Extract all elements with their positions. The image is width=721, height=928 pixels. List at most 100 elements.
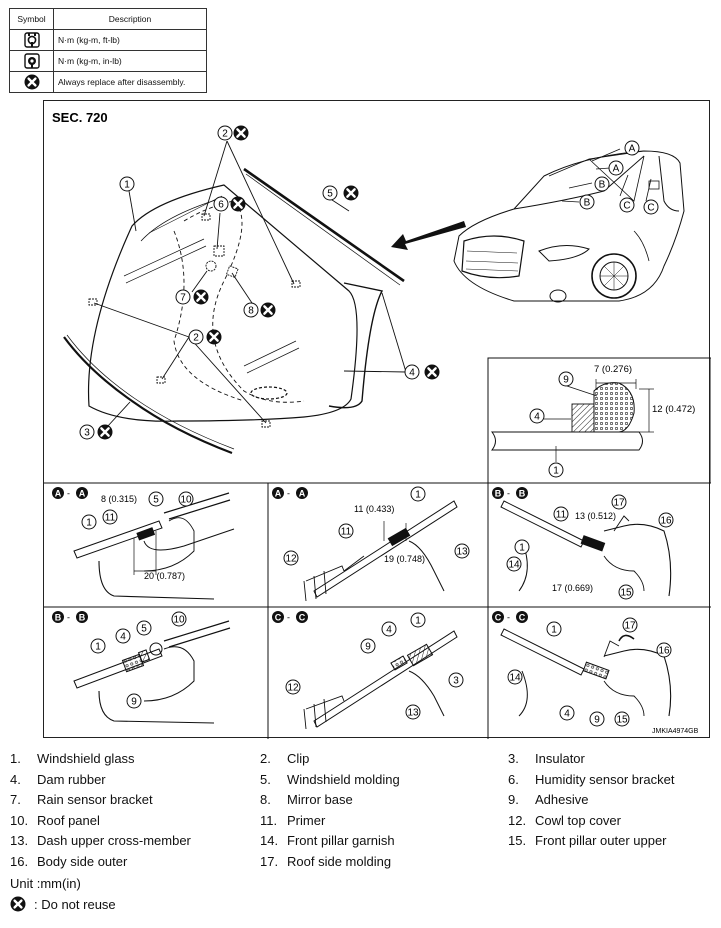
dim-cc-17: 17 (0.669) xyxy=(552,583,593,593)
callout-number: 17 xyxy=(624,621,636,632)
callout-number: 4 xyxy=(564,709,570,720)
dim-bb-11: 11 (0.433) xyxy=(354,504,394,514)
legend-item: 10.Roof panel xyxy=(10,813,100,828)
callout-1: 1 xyxy=(514,539,530,555)
callout-number: 4 xyxy=(386,625,392,636)
do-not-reuse-icon xyxy=(343,185,359,201)
section-dash: - xyxy=(67,489,70,499)
section-dash: - xyxy=(287,489,290,499)
callout-4: 4 xyxy=(529,408,545,424)
view-letter-text: A xyxy=(629,144,636,155)
callout-number: 5 xyxy=(141,624,147,635)
do-not-reuse-note: : Do not reuse xyxy=(10,896,116,912)
section-letter: A xyxy=(299,489,306,499)
callout-number: 17 xyxy=(613,498,625,509)
callout-1: 1 xyxy=(410,486,426,502)
unit-note: Unit :mm(in) xyxy=(10,876,81,891)
callout-11: 11 xyxy=(338,523,354,539)
legend-number: 7. xyxy=(10,792,21,808)
car-illustration xyxy=(453,150,685,303)
legend-label: Primer xyxy=(287,812,326,828)
callout-4: 4 xyxy=(404,364,420,380)
callout-16: 16 xyxy=(658,512,674,528)
callout-number: 11 xyxy=(556,510,567,521)
legend-item: 11.Primer xyxy=(260,813,325,828)
symbol-description: Always replace after disassembly. xyxy=(53,71,207,93)
section-bb-lower xyxy=(303,630,458,730)
callout-number: 11 xyxy=(105,513,116,524)
callout-number: 1 xyxy=(519,543,525,554)
view-letter-text: B xyxy=(584,198,591,209)
windshield-molding-top xyxy=(243,167,405,283)
callout-number: 9 xyxy=(563,375,569,386)
section-aa-upper xyxy=(73,492,235,600)
legend-label: Dam rubber xyxy=(37,771,106,787)
dim-bb-19: 19 (0.748) xyxy=(384,554,425,564)
legend-label: Adhesive xyxy=(535,792,589,808)
callout-number: 15 xyxy=(620,588,632,599)
do-not-reuse-icon xyxy=(230,196,246,212)
symbol-table: Symbol Description N·m (kg-m, ft-lb) N·m… xyxy=(9,8,207,93)
dam-rubber-outline xyxy=(328,282,384,409)
callout-9: 9 xyxy=(589,711,605,727)
do-not-reuse-icon xyxy=(10,896,26,912)
callout-1: 1 xyxy=(81,514,97,530)
callout-number: 1 xyxy=(553,466,559,477)
do-not-reuse-marks xyxy=(97,125,440,440)
legend-item: 12.Cowl top cover xyxy=(508,813,621,828)
legend-label: Windshield glass xyxy=(37,751,135,766)
legend-item: 13.Dash upper cross-member xyxy=(10,833,191,848)
legend-label: Mirror base xyxy=(287,792,353,808)
section-cc-upper xyxy=(500,500,672,597)
view-letter-A: A xyxy=(624,140,640,156)
do-not-reuse-icon xyxy=(424,364,440,380)
do-not-reuse-icon xyxy=(24,74,39,90)
do-not-reuse-icon xyxy=(260,302,276,318)
legend-item: 8.Mirror base xyxy=(260,792,353,807)
callout-3: 3 xyxy=(448,672,464,688)
section-dash: - xyxy=(287,613,290,623)
legend-label: Front pillar garnish xyxy=(287,833,395,849)
callout-number: 1 xyxy=(415,490,421,501)
section-letter: B xyxy=(495,489,502,499)
callout-4: 4 xyxy=(559,705,575,721)
callout-number: 7 xyxy=(180,293,186,304)
callout-11: 11 xyxy=(102,509,118,525)
legend-number: 5. xyxy=(260,771,271,787)
callout-number: 16 xyxy=(660,516,672,527)
view-letter-A: A xyxy=(608,160,624,176)
callout-number: 16 xyxy=(658,646,670,657)
description-header: Description xyxy=(53,8,207,30)
view-letter-B: B xyxy=(594,176,610,192)
callout-2: 2 xyxy=(188,329,204,345)
callout-number: 14 xyxy=(509,673,521,684)
callout-5: 5 xyxy=(322,185,338,201)
do-not-reuse-icon xyxy=(193,289,209,305)
callout-number: 8 xyxy=(248,306,254,317)
do-not-reuse-icon xyxy=(233,125,249,141)
legend-item: 6.Humidity sensor bracket xyxy=(508,772,674,787)
legend-number: 1. xyxy=(10,751,21,766)
symbol-row: N·m (kg-m, ft-lb) xyxy=(9,29,207,51)
legend-number: 2. xyxy=(260,751,271,766)
callout-number: 10 xyxy=(180,495,192,506)
callout-number: 13 xyxy=(407,708,419,719)
symbol-description: N·m (kg-m, ft-lb) xyxy=(53,29,207,51)
callout-14: 14 xyxy=(507,669,523,685)
callout-10: 10 xyxy=(178,491,194,507)
section-grid xyxy=(44,482,711,739)
callout-number: 13 xyxy=(456,547,468,558)
symbol-header: Symbol xyxy=(9,8,54,30)
clips xyxy=(88,213,301,428)
callout-number: 4 xyxy=(534,412,540,423)
legend-number: 14. xyxy=(260,833,279,849)
dim-insulator-height: 12 (0.472) xyxy=(652,404,695,415)
callout-number: 14 xyxy=(508,560,520,571)
callout-number: 2 xyxy=(222,129,228,140)
callout-1: 1 xyxy=(119,176,135,192)
